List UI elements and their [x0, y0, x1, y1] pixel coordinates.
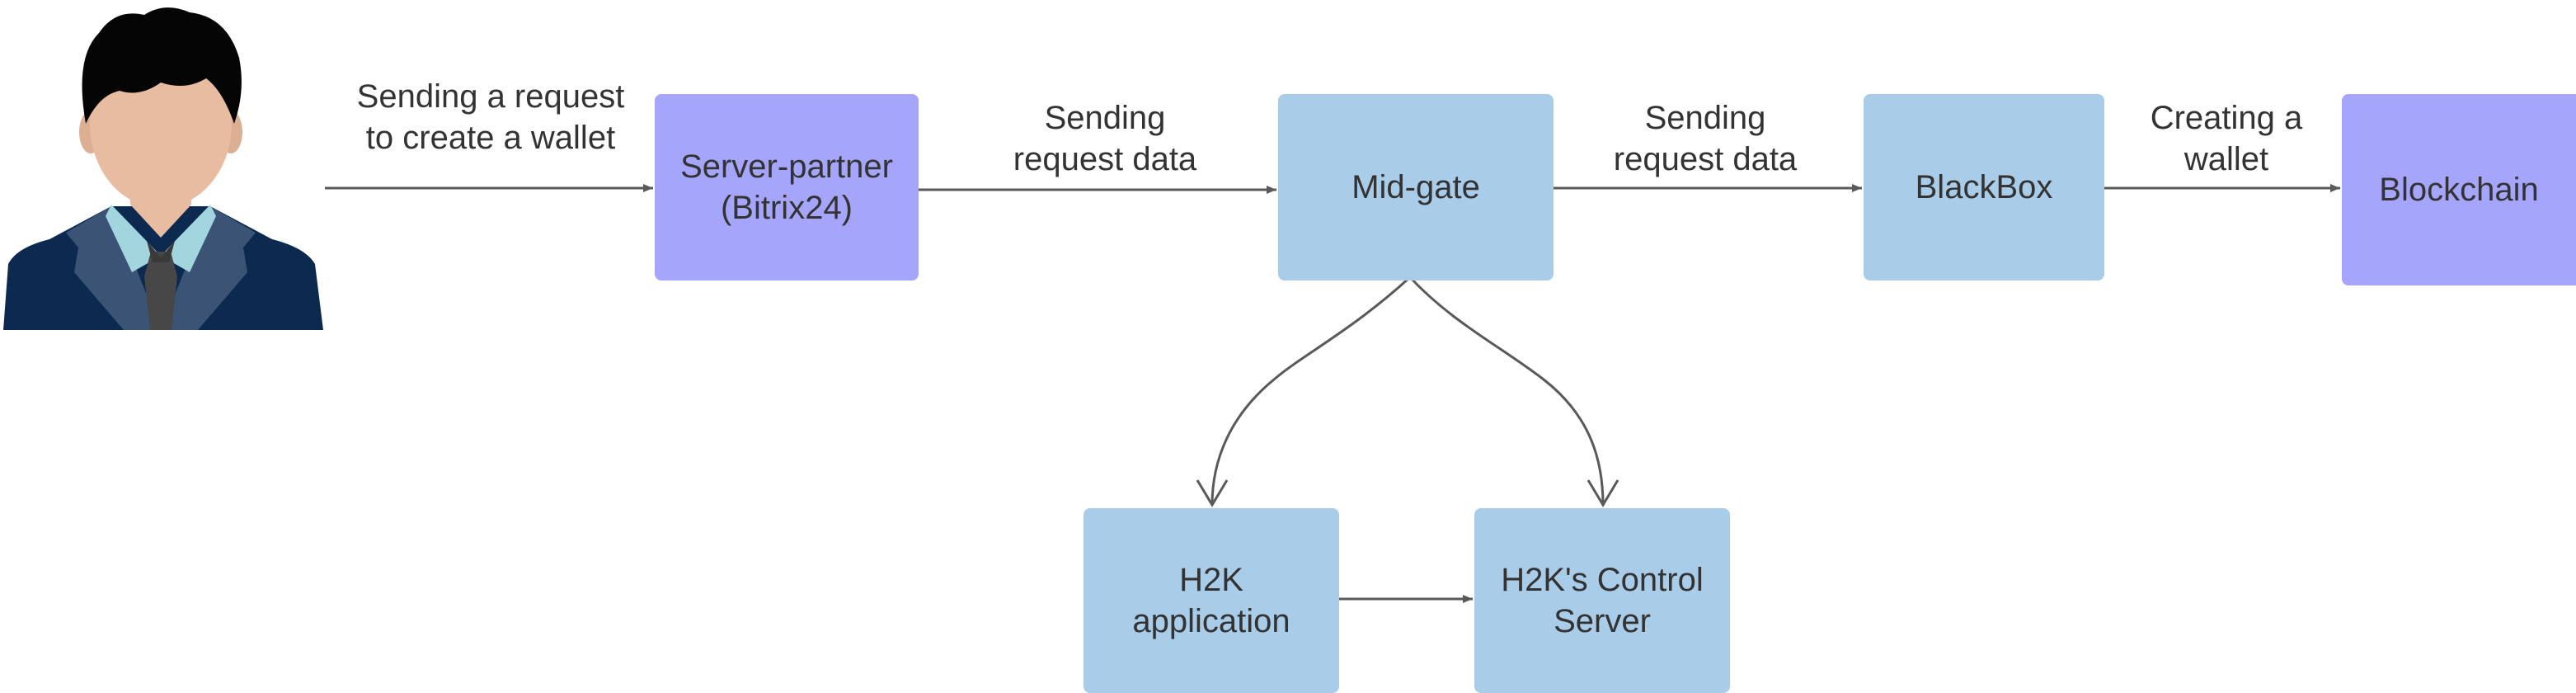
edges-layer [325, 184, 2340, 603]
node-server-partner[interactable]: Server-partner (Bitrix24) [655, 94, 919, 280]
edge-label-midgate-to-blackbox: Sending request data [1613, 100, 1798, 177]
node-blackbox-label: BlackBox [1915, 169, 2053, 205]
node-mid-gate[interactable]: Mid-gate [1278, 94, 1554, 280]
lapel-left [66, 206, 161, 330]
user-avatar-icon [3, 7, 323, 330]
edge-midgate-to-h2kapp-arrowhead [1196, 479, 1229, 507]
node-mid-gate-label: Mid-gate [1351, 169, 1480, 205]
edge-midgate-to-h2kapp [1210, 276, 1412, 506]
node-blackbox[interactable]: BlackBox [1864, 94, 2104, 280]
node-h2k-application-label: H2K application [1132, 562, 1290, 639]
edge-label-user-to-server: Sending a request to create a wallet [356, 78, 625, 156]
node-h2k-application[interactable]: H2K application [1084, 508, 1339, 693]
node-h2k-control-server-label: H2K's Control Server [1501, 562, 1704, 639]
node-blockchain[interactable]: Blockchain [2342, 94, 2576, 285]
edge-midgate-to-controlserver-arrowhead [1586, 479, 1619, 507]
edge-label-server-to-midgate: Sending request data [1013, 100, 1197, 177]
edge-label-blackbox-to-blockchain: Creating a wallet [2150, 100, 2303, 177]
tie-knot [147, 241, 175, 262]
edge-midgate-to-controlserver [1408, 276, 1605, 506]
node-blockchain-label: Blockchain [2379, 172, 2539, 208]
tie-shape [144, 252, 177, 330]
node-h2k-control-server[interactable]: H2K's Control Server [1474, 508, 1730, 693]
shirt-collar [106, 205, 216, 272]
hair-shape [82, 7, 242, 125]
node-server-partner-label: Server-partner (Bitrix24) [680, 148, 893, 226]
lapel-right [161, 206, 256, 330]
